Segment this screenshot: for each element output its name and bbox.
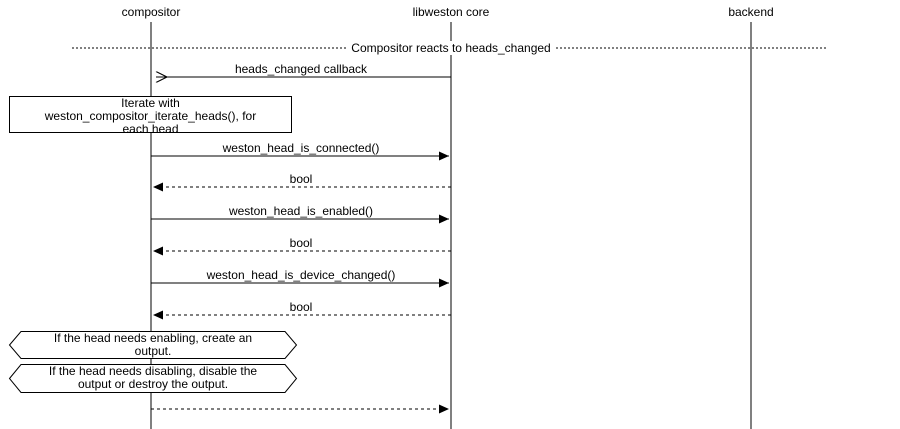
- condition-disable-head-shape: [8, 364, 298, 393]
- condition-disable-head-text: If the head needs disabling, disable the…: [21, 365, 285, 391]
- messages-group: [151, 77, 451, 414]
- condition-enable-head-shape: [8, 331, 298, 359]
- condition-disable-head-line-1: If the head needs disabling, disable the: [48, 364, 258, 378]
- message-label-heads-changed-callback: heads_changed callback: [231, 62, 371, 76]
- message-label-bool-return-connected: bool: [286, 172, 316, 186]
- message-label-bool-return-device-changed: bool: [286, 300, 316, 314]
- section-divider-label: Compositor reacts to heads_changed: [347, 41, 555, 55]
- condition-enable-head-line-1: If the head needs enabling, create an: [53, 331, 253, 345]
- lifelines-group: [150, 22, 752, 429]
- condition-disable-head-line-2: output or destroy the output.: [77, 377, 229, 391]
- message-label-bool-return-enabled: bool: [286, 236, 316, 250]
- iterate-heads-note-line-3: each head: [122, 122, 179, 136]
- lifeline-label-backend: backend: [728, 5, 774, 19]
- iterate-heads-note-text: Iterate with weston_compositor_iterate_h…: [9, 97, 292, 136]
- condition-enable-head-line-2: output.: [134, 344, 172, 358]
- lifeline-label-compositor: compositor: [121, 5, 181, 19]
- condition-enable-head-text: If the head needs enabling, create an ou…: [21, 332, 285, 358]
- message-label-weston-head-is-connected: weston_head_is_connected(): [219, 141, 383, 155]
- iterate-heads-note-box: [9, 96, 292, 133]
- lifeline-label-libweston-core: libweston core: [412, 5, 490, 19]
- iterate-heads-note-line-1: Iterate with: [121, 96, 180, 110]
- message-label-weston-head-is-device-changed: weston_head_is_device_changed(): [203, 268, 399, 282]
- message-label-weston-head-is-enabled: weston_head_is_enabled(): [225, 204, 377, 218]
- iterate-heads-note-line-2: weston_compositor_iterate_heads(), for: [44, 109, 257, 123]
